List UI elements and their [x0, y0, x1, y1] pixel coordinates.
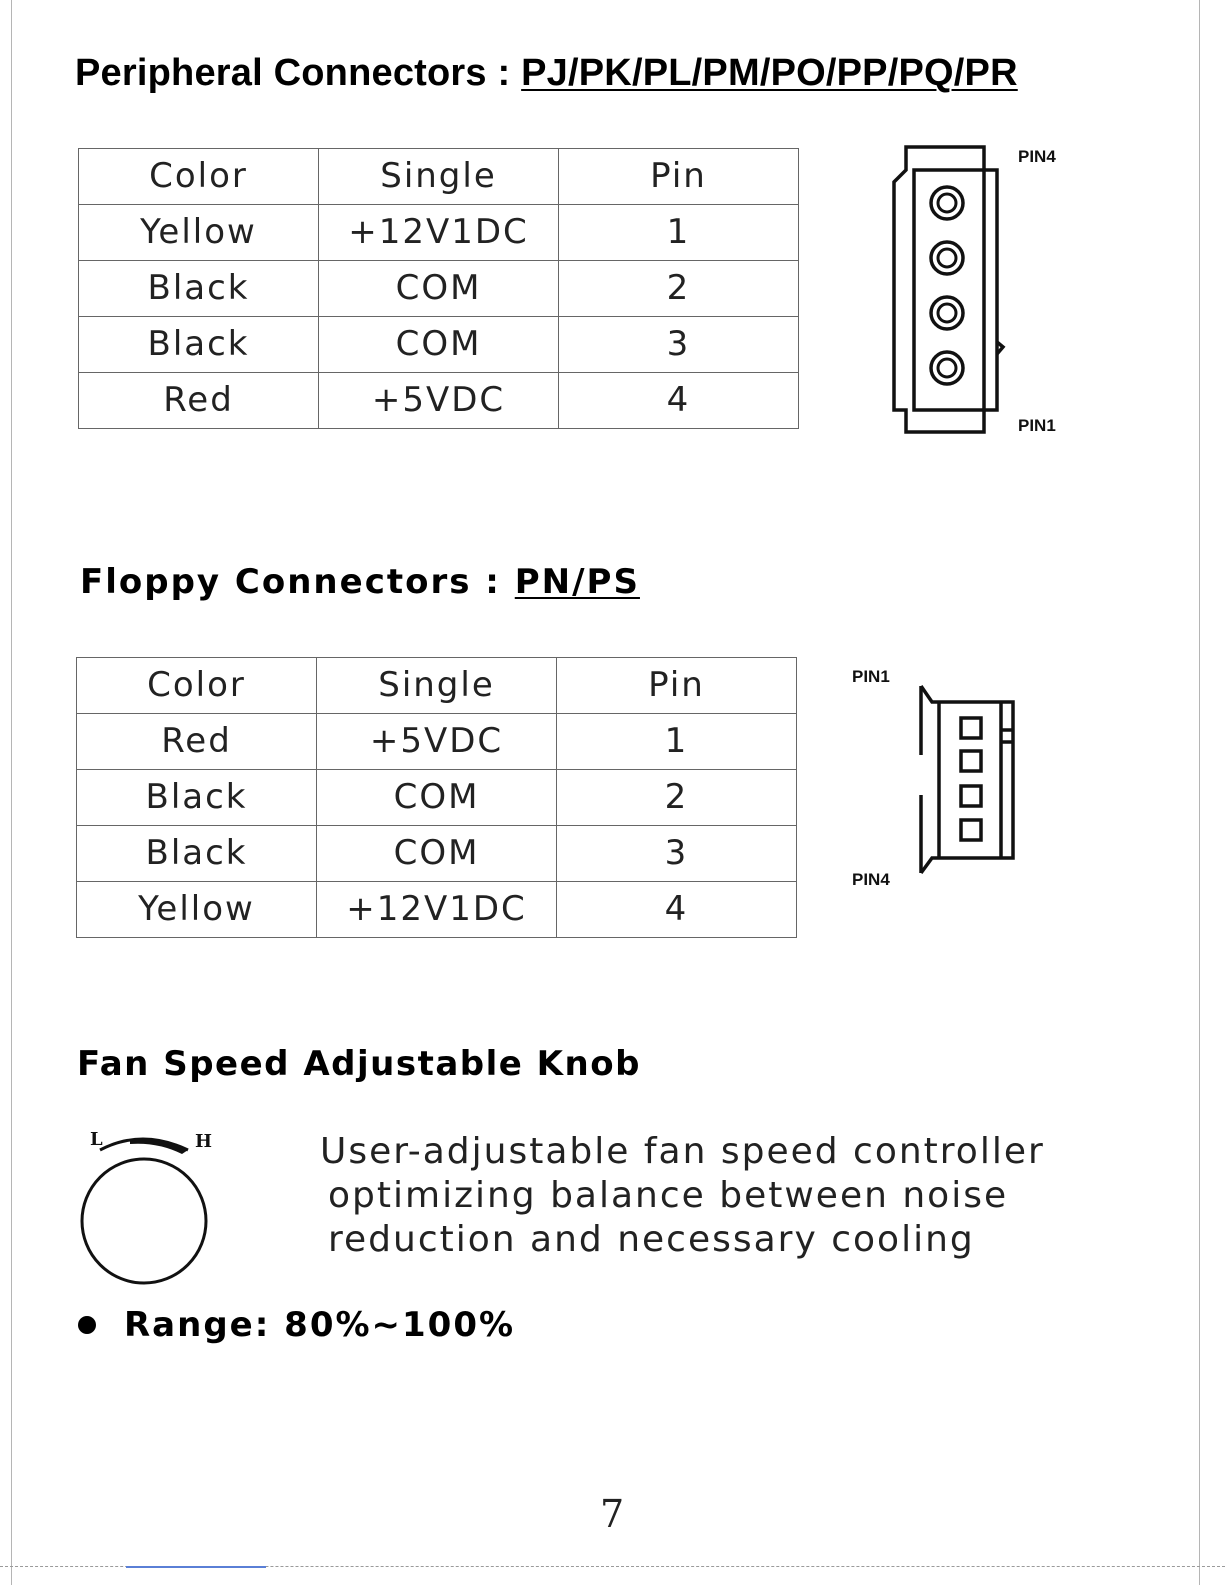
cell-pin: 4 [556, 881, 797, 938]
bullet-icon [78, 1315, 96, 1334]
cell-pin: 1 [558, 204, 799, 261]
peripheral-connector-diagram: PIN4 PIN1 [892, 145, 1056, 435]
pin-hole-inner [936, 192, 958, 214]
floppy-pin-slots [959, 716, 983, 842]
floppy-connector-diagram: PIN1 PIN4 [852, 667, 1015, 889]
cell-pin: 1 [556, 713, 797, 770]
floppy-pin1-label: PIN1 [852, 667, 890, 686]
cell-color: Red [78, 372, 319, 429]
floppy-connectors-heading: Floppy Connectors : PN/PS [80, 562, 640, 602]
table-row: Black COM 2 [78, 260, 799, 317]
table-header-row: Color Single Pin [78, 148, 799, 205]
description-line: optimizing balance between noise [328, 1175, 1009, 1216]
cell-pin: 2 [556, 769, 797, 826]
pin-hole-inner [936, 247, 958, 269]
description-line: User-adjustable fan speed controller [320, 1131, 1045, 1172]
page-border-accent [126, 1566, 266, 1568]
knob-high-label: H [195, 1131, 212, 1152]
cell-color: Black [78, 260, 319, 317]
column-header-pin: Pin [558, 148, 799, 205]
knob-dial [80, 1157, 208, 1285]
column-header-single: Single [316, 657, 557, 714]
table-row: Yellow +12V1DC 4 [76, 881, 797, 938]
cell-pin: 3 [556, 825, 797, 882]
table-row: Red +5VDC 4 [78, 372, 799, 429]
peripheral-connectors-heading: Peripheral Connectors : PJ/PK/PL/PM/PO/P… [75, 52, 1018, 95]
pin-slot-icon [959, 716, 983, 740]
peripheral-heading-prefix: Peripheral Connectors : [75, 52, 522, 94]
table-row: Red +5VDC 1 [76, 713, 797, 770]
range-text: Range: 80%~100% [124, 1305, 516, 1345]
table-row: Black COM 2 [76, 769, 797, 826]
cell-single: COM [318, 316, 559, 373]
peripheral-pin-table: Color Single Pin Yellow +12V1DC 1 Black … [78, 148, 799, 429]
floppy-pin4-label: PIN4 [852, 870, 890, 889]
pin-hole-inner [936, 357, 958, 379]
floppy-connector-codes: PN/PS [514, 562, 640, 602]
column-header-color: Color [76, 657, 317, 714]
column-header-single: Single [318, 148, 559, 205]
floppy-connector-housing [919, 685, 1015, 875]
pin-hole-inner [936, 302, 958, 324]
table-header-row: Color Single Pin [76, 657, 797, 714]
cell-single: +5VDC [318, 372, 559, 429]
pin-hole-icon [929, 185, 965, 221]
cell-single: +5VDC [316, 713, 557, 770]
table-row: Black COM 3 [78, 316, 799, 373]
cell-single: COM [316, 825, 557, 882]
peripheral-pin-holes [929, 185, 965, 386]
peripheral-connector-housing [892, 145, 1006, 434]
page-border-left [11, 0, 12, 1585]
cell-single: COM [318, 260, 559, 317]
knob-scale-wedge [130, 1138, 188, 1154]
pin-slot-icon [959, 818, 983, 842]
knob-low-label: L [90, 1129, 103, 1150]
cell-color: Yellow [76, 881, 317, 938]
cell-pin: 4 [558, 372, 799, 429]
cell-color: Black [78, 316, 319, 373]
cell-single: COM [316, 769, 557, 826]
peripheral-pin1-label: PIN1 [1018, 416, 1056, 435]
peripheral-connector-codes: PJ/PK/PL/PM/PO/PP/PQ/PR [521, 52, 1018, 94]
column-header-color: Color [78, 148, 319, 205]
cell-color: Black [76, 769, 317, 826]
floppy-heading-prefix: Floppy Connectors : [80, 562, 515, 602]
pin-hole-icon [929, 350, 965, 386]
cell-color: Black [76, 825, 317, 882]
pin-slot-icon [959, 784, 983, 808]
pin-hole-icon [929, 295, 965, 331]
peripheral-pin4-label: PIN4 [1018, 147, 1056, 166]
pin-hole-icon [929, 240, 965, 276]
fan-knob-icon: L H [80, 1129, 212, 1285]
fan-speed-range: Range: 80%~100% [78, 1305, 515, 1345]
fan-knob-heading: Fan Speed Adjustable Knob [77, 1044, 641, 1084]
table-row: Black COM 3 [76, 825, 797, 882]
cell-single: +12V1DC [318, 204, 559, 261]
fan-knob-description: User-adjustable fan speed controller opt… [320, 1130, 1045, 1262]
page-border-bottom [0, 1566, 1225, 1567]
cell-color: Red [76, 713, 317, 770]
column-header-pin: Pin [556, 657, 797, 714]
table-row: Yellow +12V1DC 1 [78, 204, 799, 261]
cell-pin: 2 [558, 260, 799, 317]
cell-color: Yellow [78, 204, 319, 261]
description-line: reduction and necessary cooling [328, 1219, 975, 1260]
pin-slot-icon [959, 749, 983, 773]
cell-pin: 3 [558, 316, 799, 373]
floppy-pin-table: Color Single Pin Red +5VDC 1 Black COM 2… [76, 657, 797, 938]
page-number: 7 [600, 1492, 625, 1536]
page-border-right [1199, 0, 1200, 1585]
cell-single: +12V1DC [316, 881, 557, 938]
